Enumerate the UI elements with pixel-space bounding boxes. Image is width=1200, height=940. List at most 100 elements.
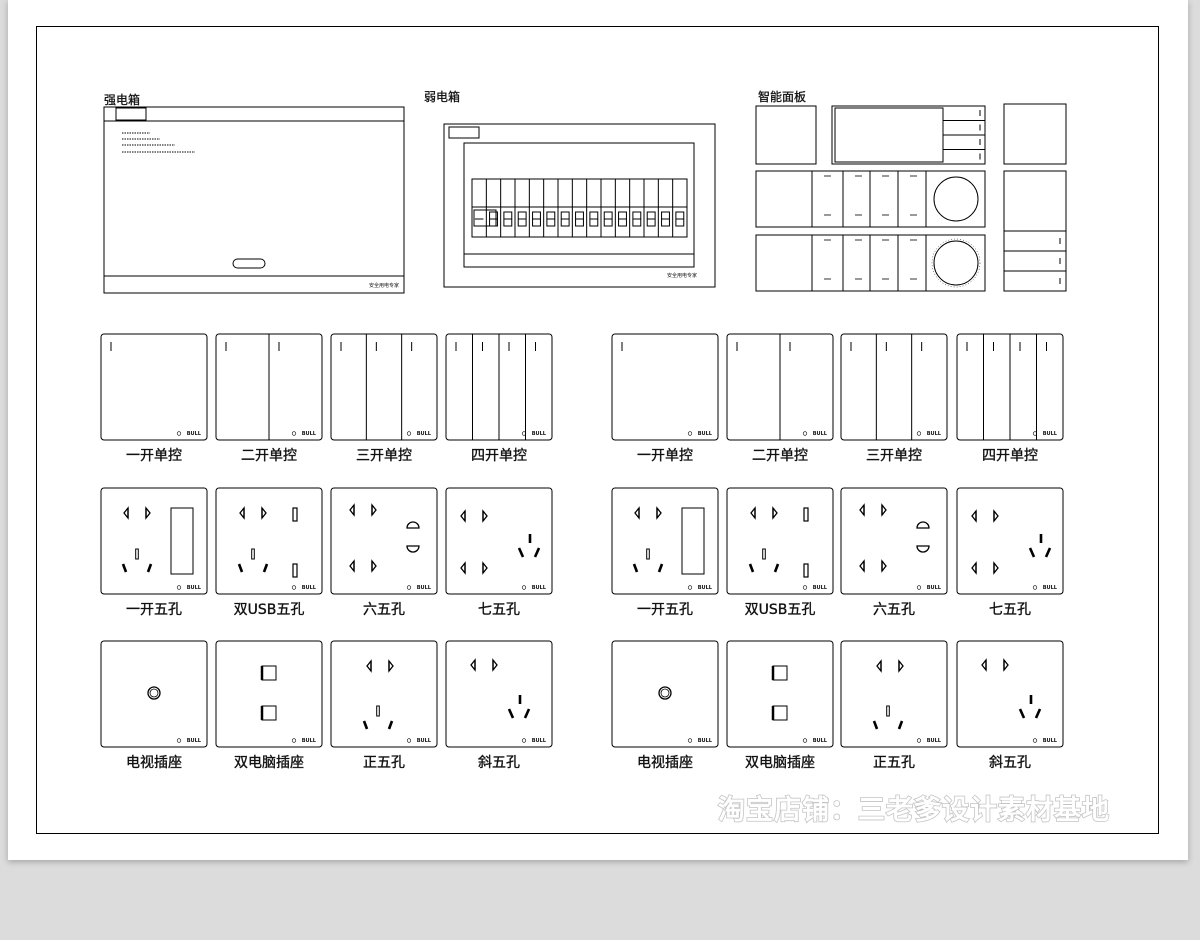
- section-title-smart-panel: 智能面板: [758, 89, 806, 104]
- breaker: [472, 206, 497, 227]
- weak-electrical-box: 安全用电专家: [443, 123, 716, 288]
- six-hole-outlet-icon: [406, 521, 420, 553]
- three-pin-outlet-icon: [872, 705, 904, 730]
- rotated-three-pin-outlet-icon: [1028, 534, 1052, 558]
- plate-oblique: BULL 斜五孔: [445, 640, 553, 771]
- three-pin-outlet-icon: [632, 548, 664, 573]
- six-hole-outlet-icon: [916, 521, 930, 553]
- brand-logo: BULL: [1043, 738, 1058, 744]
- breaker: [629, 179, 644, 237]
- plate-label: 二开单控: [241, 448, 297, 464]
- brand-logo: BULL: [187, 431, 202, 437]
- two-pin-outlet-icon: [239, 506, 267, 520]
- three-pin-outlet-icon: [237, 548, 269, 573]
- switch-3-gang-icon: [340, 334, 413, 440]
- plate-label: 电视插座: [637, 755, 693, 771]
- brand-logo: BULL: [302, 431, 317, 437]
- smart-blank-panel: [755, 105, 817, 165]
- two-pin-outlet-icon: [859, 503, 887, 517]
- smart-tall-panel: [1003, 170, 1067, 292]
- usb-port-icon: [292, 507, 298, 522]
- brand-logo: BULL: [417, 585, 432, 591]
- switch-2-gang-icon: [736, 334, 791, 440]
- breaker: [514, 179, 530, 237]
- rotated-three-pin-outlet-icon: [507, 695, 531, 719]
- two-pin-outlet-icon: [634, 506, 662, 520]
- brand-logo: BULL: [813, 738, 828, 744]
- brand-logo: BULL: [698, 431, 713, 437]
- section-title-strong-box: 强电箱: [104, 92, 140, 107]
- network-port-icon: [261, 705, 277, 721]
- breaker: [614, 179, 630, 237]
- plate-socket-1gang: BULL 一开五孔: [100, 487, 208, 618]
- plate-label: 一开五孔: [126, 602, 182, 618]
- plate-label: 双USB五孔: [234, 602, 305, 618]
- brand-logo: BULL: [698, 738, 713, 744]
- two-pin-outlet-icon: [460, 561, 488, 575]
- smart-scene-panel: [755, 170, 986, 228]
- plate-label: 一开单控: [637, 448, 693, 464]
- watermark-text: 淘宝店铺：三老爹设计素材基地: [718, 794, 1110, 826]
- brand-logo: BULL: [532, 738, 547, 744]
- brand-logo: BULL: [417, 431, 432, 437]
- breaker: [485, 179, 501, 237]
- dial-knob-icon: [933, 176, 979, 222]
- rotated-three-pin-outlet-icon: [1018, 695, 1042, 719]
- switch-4-gang-icon: [966, 334, 1047, 440]
- rocker-switch-icon: [681, 507, 705, 575]
- two-pin-outlet-icon: [971, 509, 999, 523]
- breaker: [600, 179, 616, 237]
- breaker: [557, 179, 573, 237]
- plate-label: 一开单控: [126, 448, 182, 464]
- brand-logo: BULL: [302, 585, 317, 591]
- dial-knob-icon: [933, 240, 979, 286]
- two-pin-outlet-icon: [971, 561, 999, 575]
- plate-label: 斜五孔: [478, 755, 520, 771]
- two-pin-outlet-icon: [366, 659, 394, 673]
- plate-switch-1: BULL 一开单控: [611, 333, 719, 464]
- strong-electrical-box: 安全用电专家: [103, 106, 405, 294]
- network-port-icon: [772, 665, 788, 681]
- three-pin-outlet-icon: [362, 705, 394, 730]
- two-pin-outlet-icon: [123, 506, 151, 520]
- brand-logo: BULL: [927, 431, 942, 437]
- network-port-icon: [261, 665, 277, 681]
- plate-label: 双电脑插座: [745, 755, 815, 771]
- plate-label: 二开单控: [752, 448, 808, 464]
- weak-box-nameplate: [448, 126, 480, 139]
- plate-switch-4: BULL 四开单控: [445, 333, 553, 464]
- breaker: [528, 179, 544, 237]
- switch-4-gang-icon: [455, 334, 536, 440]
- two-pin-outlet-icon: [859, 559, 887, 573]
- brand-logo: BULL: [417, 738, 432, 744]
- plate-tv: BULL 电视插座: [611, 640, 719, 771]
- brand-logo: BULL: [1043, 431, 1058, 437]
- brand-logo: BULL: [187, 585, 202, 591]
- brand-logo: BULL: [927, 738, 942, 744]
- breaker: [571, 179, 587, 237]
- smart-screen-panel: [831, 105, 986, 165]
- plate-label: 三开单控: [866, 448, 922, 464]
- plate-label: 六五孔: [873, 602, 915, 618]
- plate-socket-usb: BULL 双USB五孔: [215, 487, 323, 618]
- breaker: [500, 179, 515, 237]
- brand-logo: BULL: [302, 738, 317, 744]
- two-pin-outlet-icon: [750, 506, 778, 520]
- brand-logo: BULL: [1043, 585, 1058, 591]
- brand-logo: BULL: [698, 585, 713, 591]
- tv-jack-icon: [658, 686, 672, 700]
- three-pin-outlet-icon: [748, 548, 780, 573]
- two-pin-outlet-icon: [470, 658, 498, 672]
- plate-switch-1: BULL 一开单控: [100, 333, 208, 464]
- tv-jack-icon: [147, 686, 161, 700]
- brand-logo: BULL: [532, 431, 547, 437]
- plate-label: 七五孔: [989, 602, 1031, 618]
- plate-label: 一开五孔: [637, 602, 693, 618]
- plate-label: 四开单控: [471, 448, 527, 464]
- switch-3-gang-icon: [850, 334, 923, 440]
